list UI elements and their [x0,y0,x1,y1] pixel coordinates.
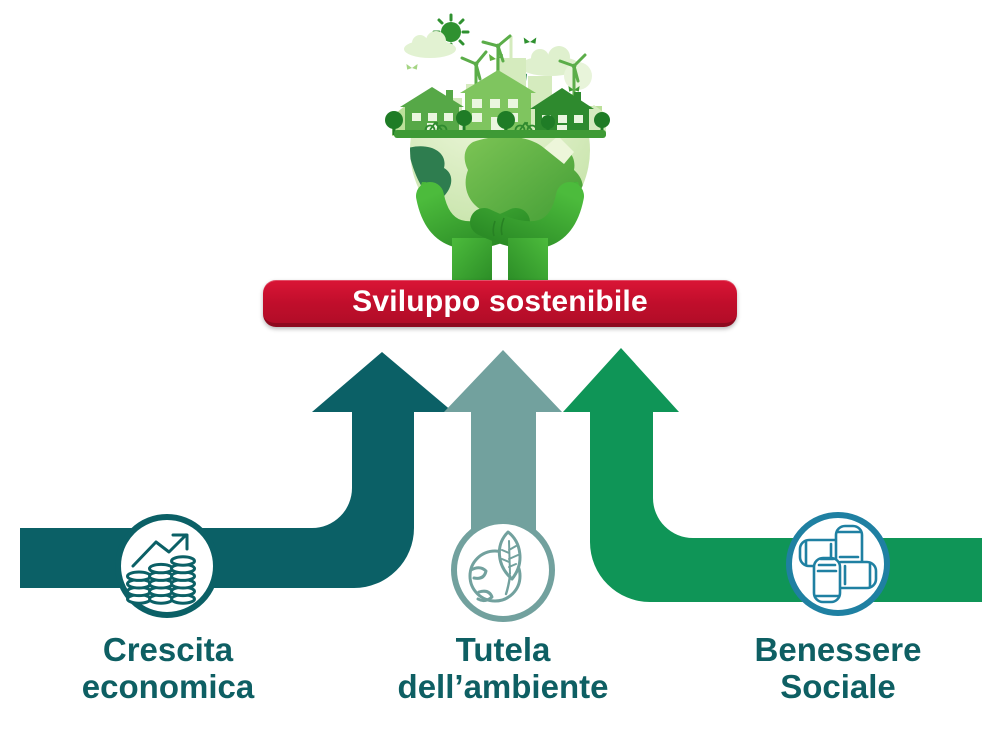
label-line: Benessere [754,631,922,668]
house-center [460,70,536,135]
holding-hands-icon [416,182,584,284]
title-banner: Sviluppo sostenibile [263,280,737,327]
globe-ground-line [394,130,606,138]
label-social-wellbeing: Benessere Sociale [708,631,968,705]
arrow-environment [444,350,562,548]
united-hands-icon [798,524,878,604]
label-environment-protection: Tutela dell’ambiente [373,631,633,705]
label-economic-growth: Crescita economica [38,631,298,705]
label-line: Crescita [102,631,234,668]
arrow-economic-growth [20,352,453,588]
label-line: dell’ambiente [397,668,609,705]
label-line: economica [81,668,255,705]
green-city-in-hands-illustration [385,13,610,284]
label-line: Sociale [780,668,896,705]
cloud-icon [404,31,592,90]
tree-icons [385,110,610,135]
globe-leaf-icon [468,530,522,603]
banner-label: Sviluppo sostenibile [352,284,648,318]
label-line: Tutela [455,631,551,668]
coins-growth-icon [126,533,196,605]
arrow-social [563,348,982,602]
